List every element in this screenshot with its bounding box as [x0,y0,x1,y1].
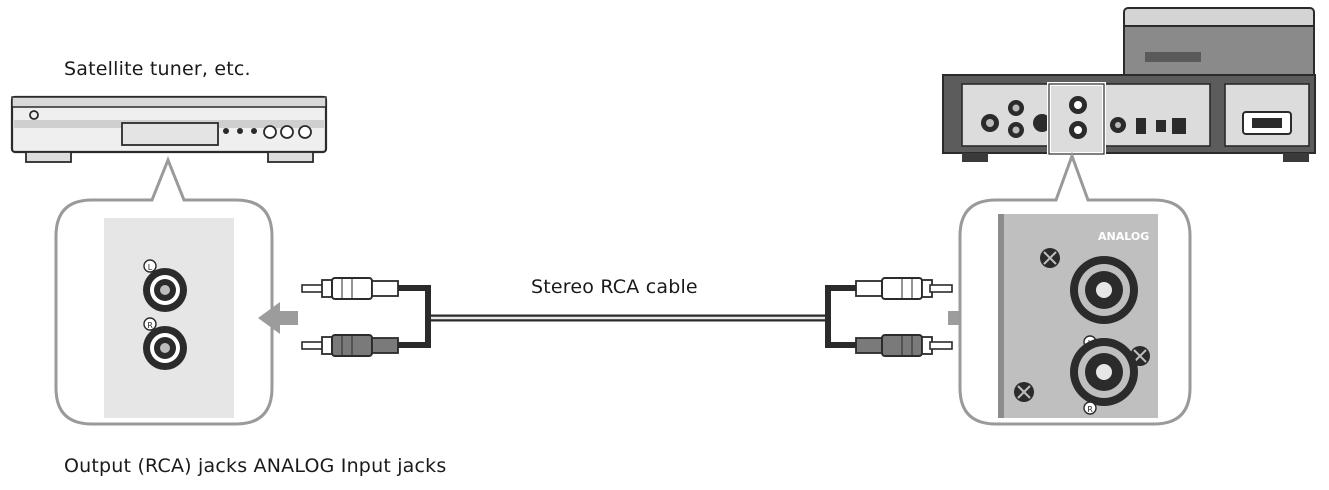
output-jacks-callout: L R [54,155,274,426]
analog-input-callout: ANALOG L R [958,151,1192,426]
left-channel-mark: L [148,263,153,272]
stereo-rca-cable [398,285,856,348]
satellite-tuner-device [10,95,328,163]
rca-plug-left-bottom [301,334,399,357]
amp-right-channel-mark: R [1087,405,1093,414]
source-device-label: Satellite tuner, etc. [64,58,251,80]
rca-plug-right-top [855,277,953,300]
jacks-caption: Output (RCA) jacks ANALOG Input jacks [64,455,447,477]
left-arrow-icon [258,302,298,334]
right-channel-mark: R [147,321,153,330]
rca-plug-left-top [301,277,399,300]
analog-label: ANALOG [1098,230,1149,243]
amplifier-device [942,7,1316,162]
rca-plug-right-bottom [855,334,953,357]
cable-label: Stereo RCA cable [531,276,698,298]
